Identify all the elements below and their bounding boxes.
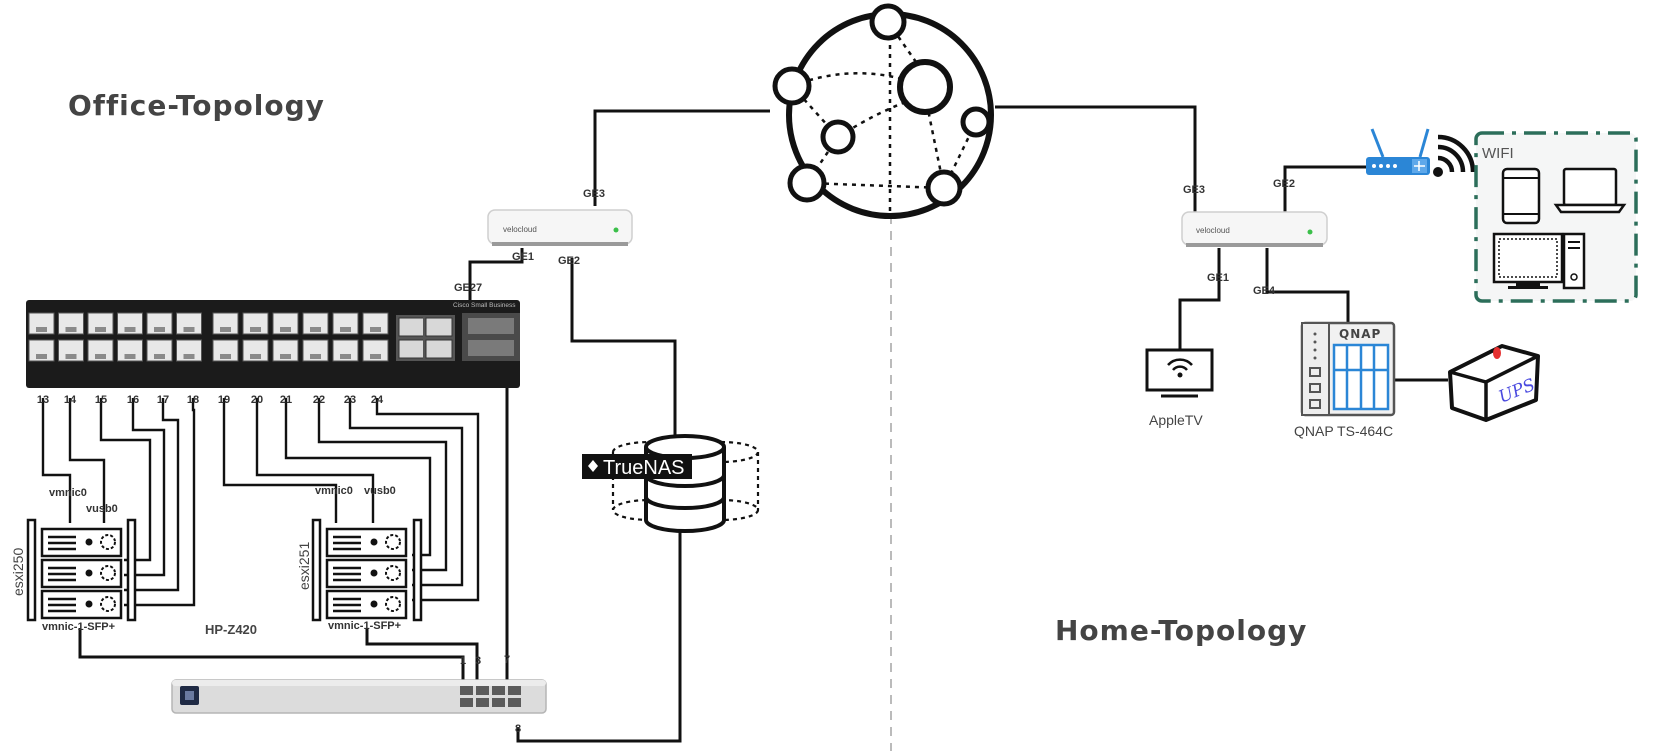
home-wires <box>995 105 1448 382</box>
switch-port-label: 16 <box>127 394 139 406</box>
svg-text:velocloud: velocloud <box>1196 226 1230 235</box>
esxi250-label: esxi250 <box>10 548 26 596</box>
home-port-ge1: GE1 <box>1207 272 1229 284</box>
wifi-clients-group: WIFI <box>1474 131 1638 303</box>
wifi-signal-icon <box>1433 134 1476 177</box>
switch-port-label: 24 <box>371 394 384 406</box>
switch-port-label: 20 <box>251 394 263 406</box>
home-topology-title: Home-Topology <box>1055 614 1307 647</box>
esxi251-vmnic0: vmnic0 <box>315 485 353 497</box>
cisco-switch-ports <box>28 312 520 362</box>
home-port-ge3: GE3 <box>1183 184 1205 196</box>
switch-port-label: 21 <box>280 394 292 406</box>
switch-port-label: 14 <box>64 394 77 406</box>
home-port-ge4: GE4 <box>1253 285 1276 297</box>
svg-text:TrueNAS: TrueNAS <box>603 457 685 479</box>
appletv-icon[interactable] <box>1145 348 1214 398</box>
office-wires <box>41 109 770 743</box>
desktop-computer-icon <box>1492 232 1586 290</box>
switch-port-label: 15 <box>95 394 107 406</box>
truenas-storage-icon[interactable]: TrueNAS CORE <box>582 434 760 533</box>
hp-z420-label: HP-Z420 <box>205 622 257 637</box>
switch-port-label: 17 <box>157 394 169 406</box>
esxi250-vusb0: vusb0 <box>86 503 118 515</box>
office-topology-title: Office-Topology <box>68 89 325 122</box>
ubnt-port-3: 3 <box>475 655 481 667</box>
svg-text:velocloud: velocloud <box>503 225 537 234</box>
esxi251-sfp: vmnic-1-SFP+ <box>328 620 401 632</box>
esxi250-sfp: vmnic-1-SFP+ <box>42 621 115 633</box>
ubnt-port-8: 8 <box>515 723 521 735</box>
esxi251-label: esxi251 <box>296 542 312 590</box>
ubiquiti-aggregation-switch[interactable] <box>171 679 547 714</box>
esxi251-server[interactable] <box>311 518 423 622</box>
switch-port-label: 23 <box>344 394 356 406</box>
home-port-ge2: GE2 <box>1273 178 1295 190</box>
svg-text:Cisco Small Business: Cisco Small Business <box>453 302 516 309</box>
office-switch-uplink: GE27 <box>454 282 482 294</box>
office-port-ge3: GE3 <box>583 188 605 200</box>
esxi250-vmnic0: vmnic0 <box>49 487 87 499</box>
ubnt-port-7: 7 <box>504 654 510 666</box>
switch-port-label: 19 <box>218 394 230 406</box>
switch-port-labels: 13 14 15 16 17 18 19 20 21 22 23 24 <box>37 394 384 406</box>
ups-box-icon[interactable]: UPS <box>1448 344 1540 422</box>
phone-icon <box>1501 167 1541 225</box>
wifi-label: WIFI <box>1482 145 1514 162</box>
appletv-label: AppleTV <box>1149 412 1203 428</box>
qnap-nas-icon[interactable]: QNAP <box>1300 321 1396 417</box>
office-port-ge2: GE2 <box>558 255 580 267</box>
esxi251-vusb0: vusb0 <box>364 485 396 497</box>
office-velocloud-router[interactable]: velocloud <box>487 209 633 246</box>
internet-cloud-icon <box>772 3 994 219</box>
switch-port-label: 18 <box>187 394 199 406</box>
office-port-ge1: GE1 <box>512 251 534 263</box>
switch-port-label: 22 <box>313 394 325 406</box>
svg-text:CORE: CORE <box>614 480 629 486</box>
svg-text:QNAP: QNAP <box>1339 327 1381 341</box>
laptop-icon <box>1553 167 1627 214</box>
cisco-switch[interactable]: Cisco Small Business <box>26 300 520 388</box>
esxi250-server[interactable] <box>26 518 137 622</box>
wifi-router-icon[interactable] <box>1366 128 1430 175</box>
switch-port-label: 13 <box>37 394 49 406</box>
ubnt-port-1: 1 <box>460 655 466 667</box>
qnap-label: QNAP TS-464C <box>1294 423 1393 439</box>
home-velocloud-router[interactable]: velocloud <box>1181 211 1328 247</box>
